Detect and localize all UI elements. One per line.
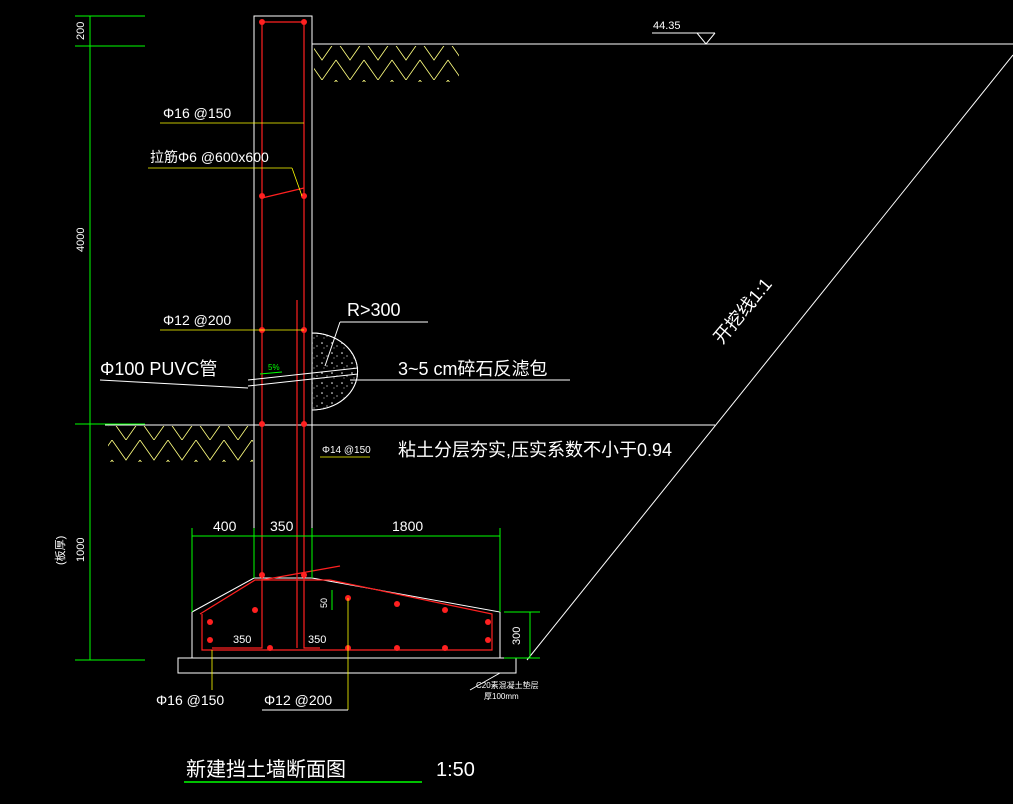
- wall-stem: [253, 15, 313, 579]
- label-filter-bag: 3~5 cm碎石反滤包: [398, 359, 548, 379]
- dim-wall-height: 4000: [75, 228, 87, 252]
- label-rebar-12-200: Φ12 @200: [163, 312, 231, 328]
- pvc-pipe-lower: [247, 373, 359, 387]
- soil-hatch-top: [314, 46, 459, 82]
- label-tie-bars: 拉筋Φ6 @600x600: [150, 149, 269, 165]
- dim-rise: 50: [319, 598, 329, 608]
- dim-base-height: 1000: [75, 538, 87, 562]
- rebar-group: [199, 21, 493, 651]
- dim-inner-right: 350: [308, 634, 326, 646]
- gravel-filter-bag: [311, 332, 359, 411]
- dimension-lines: [75, 15, 540, 661]
- slope-percent: 5%: [268, 363, 280, 372]
- label-bottom-rebar-16: Φ16 @150: [156, 692, 224, 708]
- dim-base-thickness: 300: [511, 627, 523, 645]
- slope-mark: [259, 371, 283, 375]
- dim-heel: 1800: [392, 518, 423, 534]
- label-compaction: 粘土分层夯实,压实系数不小于0.94: [398, 440, 672, 460]
- rebar-footing-outer: [199, 579, 493, 651]
- white-leader-lines: [99, 321, 570, 711]
- drawing-scale: 1:50: [436, 759, 475, 781]
- rebar-dots: [207, 19, 491, 651]
- dim-stem-width: 350: [270, 518, 294, 534]
- label-rebar-16-150: Φ16 @150: [163, 105, 231, 121]
- leader-lines: [148, 122, 370, 710]
- rebar-stem-right: [303, 22, 320, 649]
- dim-base-note: (板厚): [53, 536, 67, 565]
- label-rebar-14-150: Φ14 @150: [322, 445, 371, 456]
- rebar-tie-1: [261, 187, 305, 199]
- label-excavation: 开挖线1:1: [710, 274, 776, 347]
- concrete-cushion: [177, 657, 517, 674]
- elevation-value: 44.35: [653, 20, 681, 32]
- label-radius: R>300: [347, 300, 401, 320]
- dim-inner-left: 350: [233, 634, 251, 646]
- label-bottom-rebar-12: Φ12 @200: [264, 692, 332, 708]
- soil-hatch-left: [108, 426, 253, 462]
- label-pvc-pipe: Φ100 PUVC管: [100, 359, 217, 379]
- elevation-triangle: [696, 32, 716, 45]
- dim-left-toe: 400: [213, 518, 237, 534]
- gravel-filter-arc: [311, 332, 359, 411]
- label-cushion-1: C20素混凝土垫层: [476, 680, 539, 690]
- excavation-slope-line: [526, 54, 1013, 661]
- dim-top-200: 200: [75, 22, 87, 40]
- pvc-pipe-upper: [247, 367, 359, 381]
- rebar-diagonal: [261, 565, 341, 581]
- drawing-title: 新建挡土墙断面图: [186, 758, 346, 781]
- label-cushion-2: 厚100mm: [484, 692, 519, 701]
- rebar-stem-left: [212, 22, 263, 649]
